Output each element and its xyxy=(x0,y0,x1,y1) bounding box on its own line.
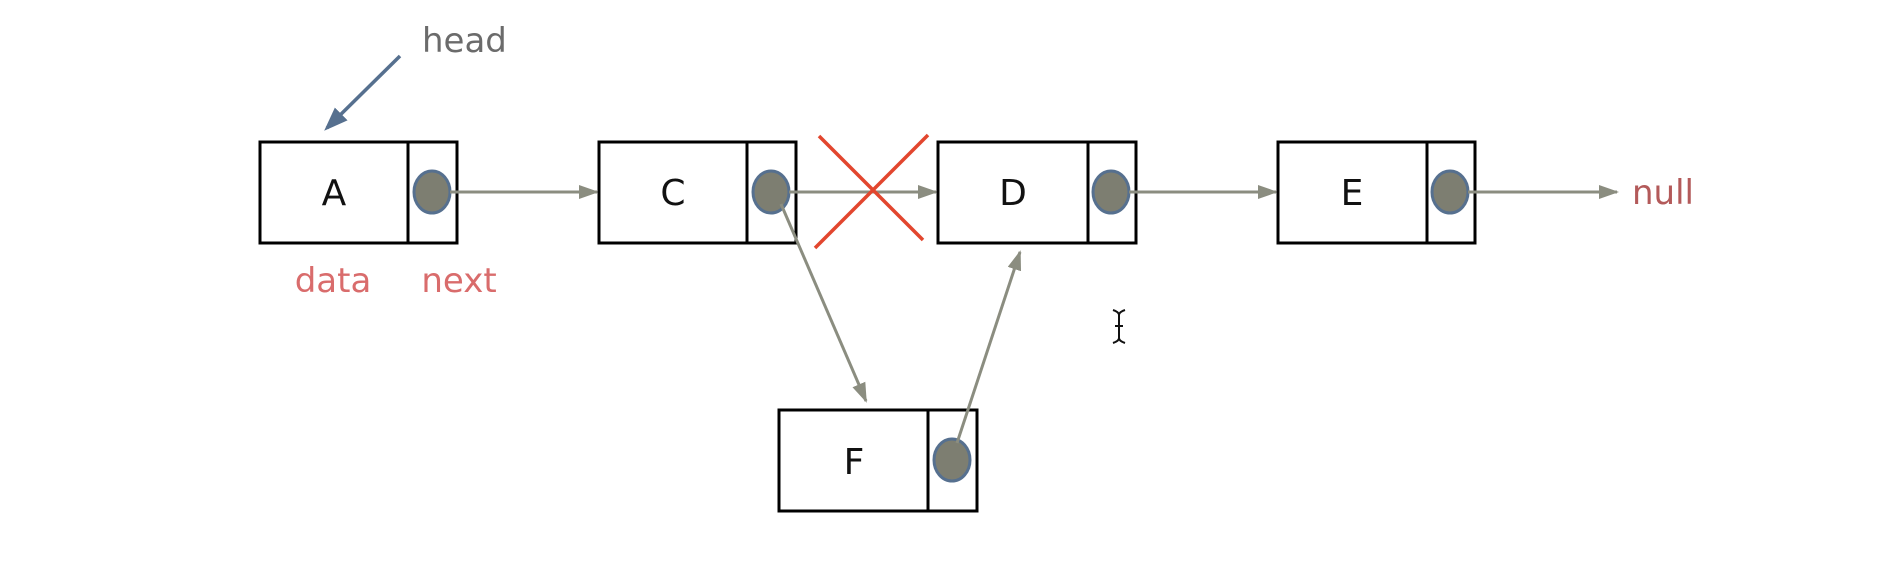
node-f: F xyxy=(777,408,979,513)
node-f-next-pointer xyxy=(932,437,972,483)
link-c-to-f xyxy=(779,203,868,403)
node-c-label: C xyxy=(660,173,685,214)
text-cursor-icon xyxy=(1112,309,1126,344)
node-d: D xyxy=(936,140,1138,245)
next-field-caption: next xyxy=(421,261,496,301)
node-d-label: D xyxy=(999,173,1027,214)
node-d-next-pointer xyxy=(1091,169,1131,215)
head-label: head xyxy=(422,21,507,61)
node-a-label: A xyxy=(322,173,347,214)
node-e-label: E xyxy=(1341,173,1364,214)
null-label: null xyxy=(1632,173,1694,213)
head-pointer-arrow xyxy=(324,54,402,131)
node-a-next-pointer xyxy=(412,169,452,215)
link-f-to-d xyxy=(955,250,1022,444)
node-e-next-pointer xyxy=(1430,169,1470,215)
node-e: E xyxy=(1276,140,1477,245)
node-c: C xyxy=(597,140,798,245)
node-f-label: F xyxy=(844,442,865,483)
removed-link-cross-mark xyxy=(813,133,930,250)
node-a: A xyxy=(258,140,459,245)
cross-stroke-2 xyxy=(813,133,930,250)
data-field-caption: data xyxy=(295,261,372,301)
cross-stroke-1 xyxy=(817,134,925,242)
